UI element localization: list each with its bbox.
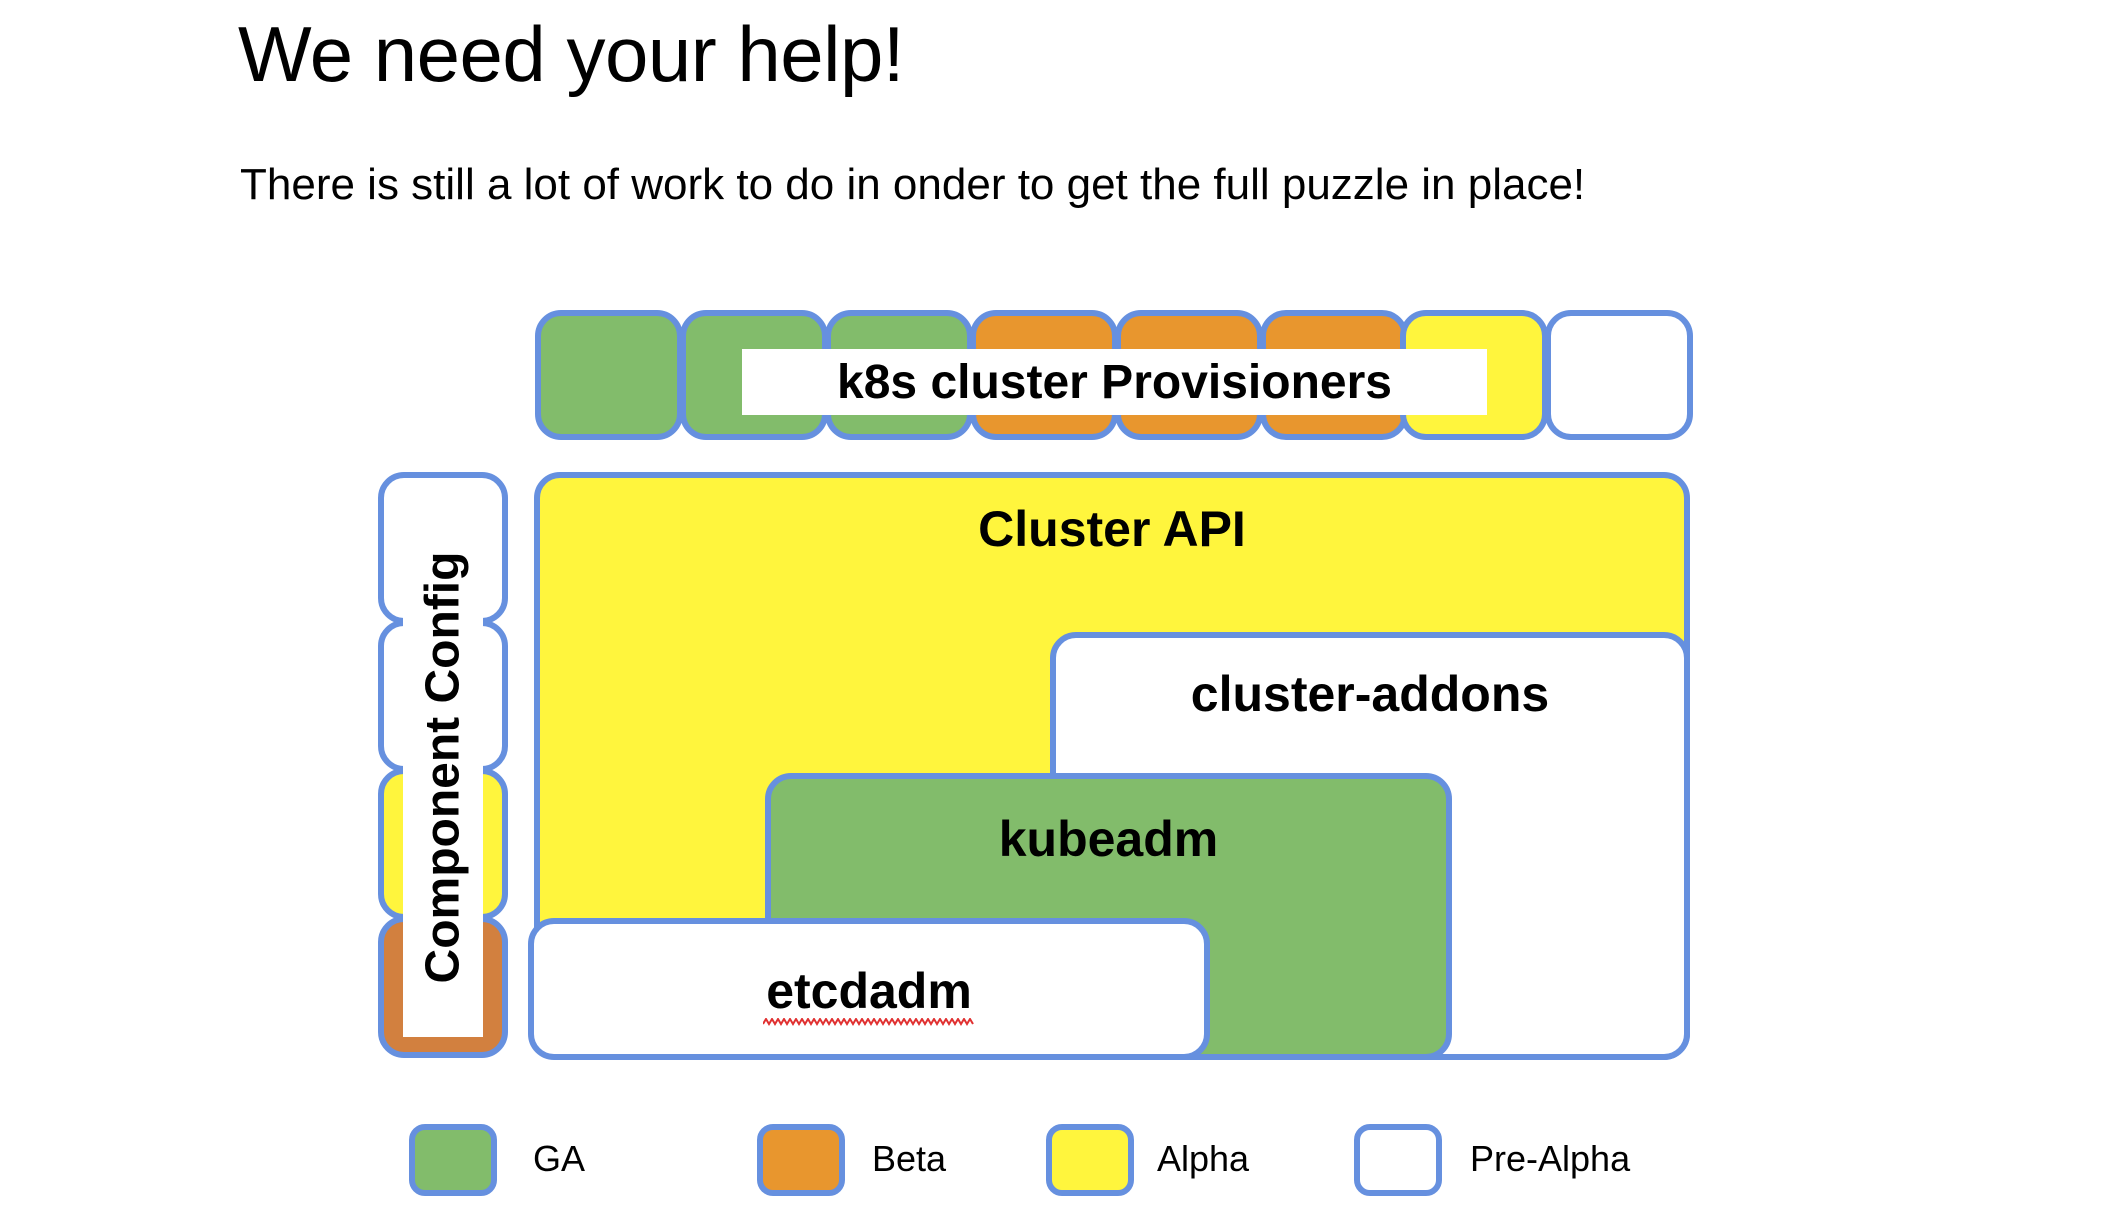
etcdadm-box xyxy=(528,918,1210,1060)
legend-swatch-alpha xyxy=(1046,1124,1134,1196)
legend-swatch-pre-alpha xyxy=(1354,1124,1442,1196)
legend-swatch-ga xyxy=(409,1124,497,1196)
provisioner-box-1 xyxy=(535,310,683,440)
legend-label-alpha: Alpha xyxy=(1157,1138,1250,1179)
etcdadm-label: etcdadm xyxy=(766,963,972,1019)
provisioner-box-8 xyxy=(1545,310,1693,440)
legend-swatch-beta xyxy=(757,1124,845,1196)
legend-label-beta: Beta xyxy=(872,1138,947,1179)
cluster-api-label: Cluster API xyxy=(978,501,1246,557)
spellcheck-underline xyxy=(763,1018,975,1026)
page-subtitle: There is still a lot of work to do in on… xyxy=(240,160,1586,209)
cluster-addons-label: cluster-addons xyxy=(1190,666,1550,722)
component-config-label: Component Config xyxy=(416,551,470,983)
legend-label-pre-alpha: Pre-Alpha xyxy=(1470,1138,1631,1179)
legend-label-ga: GA xyxy=(533,1138,586,1179)
page-title: We need your help! xyxy=(238,10,905,98)
kubeadm-label: kubeadm xyxy=(998,811,1219,867)
component-config-label-plate: Component Config xyxy=(403,497,483,1037)
provisioner-row-label: k8s cluster Provisioners xyxy=(742,349,1487,415)
